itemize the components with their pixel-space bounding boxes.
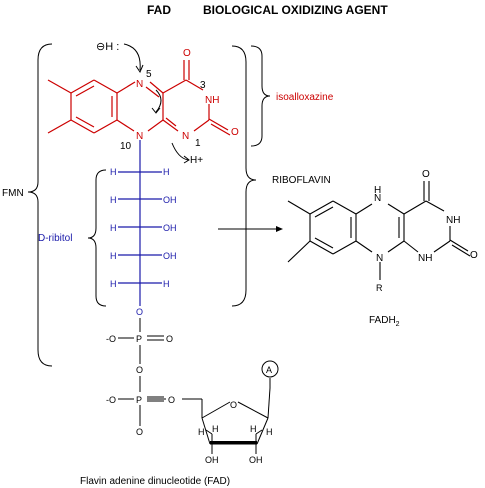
ribose-h-4: H xyxy=(266,427,273,437)
hydride-arrow xyxy=(123,43,141,71)
fadh2-nh3: NH xyxy=(446,215,460,226)
ribose-oh-2: OH xyxy=(249,455,263,465)
o-minus-1: -O xyxy=(106,334,116,344)
fadh2-label-sub: 2 xyxy=(396,321,400,328)
fadh2-nh1: NH xyxy=(418,253,432,264)
title-main: BIOLOGICAL OXIDIZING AGENT xyxy=(203,3,388,17)
oxo-1: O xyxy=(166,334,173,344)
ribitol-h-5l: H xyxy=(110,279,117,289)
isoalloxazine-label: isoalloxazine xyxy=(276,92,334,103)
ribitol-oh-4: OH xyxy=(163,251,177,261)
phosphorus-2: P xyxy=(136,395,142,405)
n5-atom: N xyxy=(136,79,143,90)
fadh2-h5: H xyxy=(374,185,381,196)
ribose-h-3: H xyxy=(250,424,257,434)
ribitol-atoms: H H H OH H OH H OH H H O xyxy=(110,167,177,317)
phosphate-atoms: -O P O O -O P O O xyxy=(106,334,175,437)
n10-atom: N xyxy=(136,131,143,142)
proton-arrowhead xyxy=(183,155,190,164)
ester-o: O xyxy=(168,395,175,405)
adenine-circle xyxy=(261,360,279,378)
o-minus-2: -O xyxy=(106,395,116,405)
phosphate-bonds xyxy=(118,318,202,426)
ribitol-chain xyxy=(118,140,162,306)
title-fad: FAD xyxy=(147,3,171,17)
fmn-brace xyxy=(27,43,53,367)
ribitol-label: D-ribitol xyxy=(38,233,72,244)
ribitol-h-3: H xyxy=(110,223,117,233)
fadh2-atoms: N H N R O NH NH O xyxy=(374,169,478,293)
fadh2-ring xyxy=(287,181,471,280)
riboflavin-label: RIBOFLAVIN xyxy=(272,175,331,186)
ribitol-oh-2: OH xyxy=(163,195,177,205)
fadh2-label: FADH2 xyxy=(369,315,400,328)
ribose-o: O xyxy=(230,400,237,410)
bridge-o: O xyxy=(136,365,143,375)
ribose-h-1: H xyxy=(198,427,205,437)
adenine-label: A xyxy=(266,365,272,375)
riboflavin-brace xyxy=(231,45,257,307)
ribitol-h-1r: H xyxy=(163,167,170,177)
oxo-2: O xyxy=(136,427,143,437)
ribitol-h-2: H xyxy=(110,195,117,205)
fadh2-n5: N xyxy=(374,193,381,204)
curl-arrow-1 xyxy=(155,89,162,113)
fadh2-o-right: O xyxy=(470,250,478,261)
ribose-atoms: O H H H H OH OH A xyxy=(198,365,273,465)
ribitol-h-1l: H xyxy=(110,167,117,177)
ribitol-h-5r: H xyxy=(163,279,170,289)
fadh2-label-main: FADH xyxy=(369,315,396,326)
caption: Flavin adenine dinucleotide (FAD) xyxy=(80,476,230,487)
fmn-label: FMN xyxy=(2,188,24,199)
position-5: 5 xyxy=(146,69,152,80)
isoalloxazine-brace xyxy=(250,45,271,147)
fadh2-n10: N xyxy=(376,253,383,264)
mechanism-arrows xyxy=(123,43,190,164)
curl-arrow-1-head xyxy=(151,107,161,114)
ribitol-oh-3: OH xyxy=(163,223,177,233)
ribose-oh-1: OH xyxy=(205,455,219,465)
o-right-atom: O xyxy=(231,127,239,138)
proton-label: H+ xyxy=(190,155,203,166)
brackets xyxy=(27,43,271,367)
ribitol-h-4: H xyxy=(110,251,117,261)
hydride-arrowhead xyxy=(135,64,144,74)
flavin-atoms: N N O NH N O xyxy=(136,48,239,142)
nh-atom: NH xyxy=(205,95,219,106)
ribitol-o: O xyxy=(136,307,143,317)
phosphorus-1: P xyxy=(136,334,142,344)
o-top-atom: O xyxy=(183,48,191,59)
reaction-arrowhead xyxy=(276,226,283,232)
ribose-bold-edge xyxy=(210,441,257,444)
fadh2-r: R xyxy=(376,283,383,293)
isoalloxazine-ring xyxy=(47,60,231,136)
proton-arrow xyxy=(171,142,189,161)
position-10: 10 xyxy=(120,141,132,152)
position-1: 1 xyxy=(195,138,201,149)
fadh2-o-top: O xyxy=(422,169,430,180)
ribose-h-2: H xyxy=(212,424,219,434)
n1-atom: N xyxy=(182,131,189,142)
position-numbers: 5 3 10 1 xyxy=(120,69,206,152)
position-3: 3 xyxy=(200,80,206,91)
ribitol-brace xyxy=(87,169,107,307)
hydride-label: ⊖H : xyxy=(96,41,119,53)
